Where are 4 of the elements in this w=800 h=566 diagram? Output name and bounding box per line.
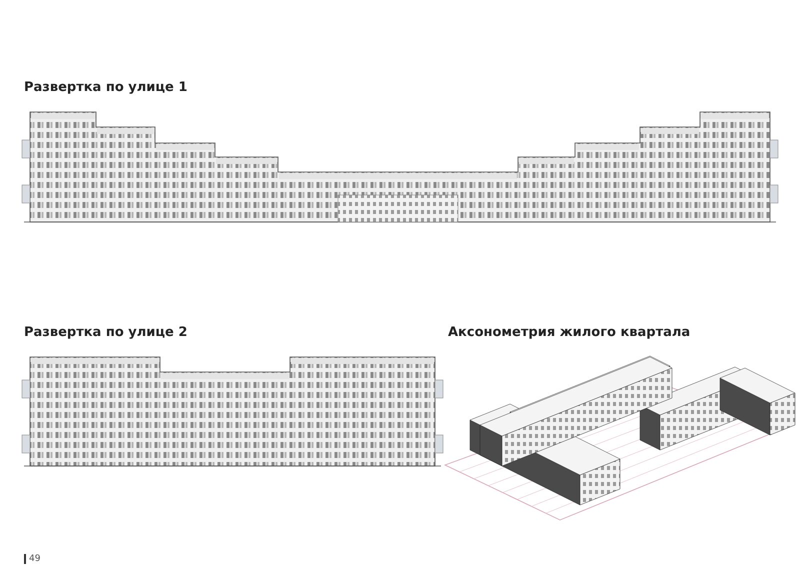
section-heading: Развертка по улице 2 bbox=[24, 325, 188, 340]
page-number: 49 bbox=[24, 554, 40, 564]
section-heading: Аксонометрия жилого квартала bbox=[448, 325, 690, 340]
section-heading: Развертка по улице 1 bbox=[24, 80, 188, 95]
